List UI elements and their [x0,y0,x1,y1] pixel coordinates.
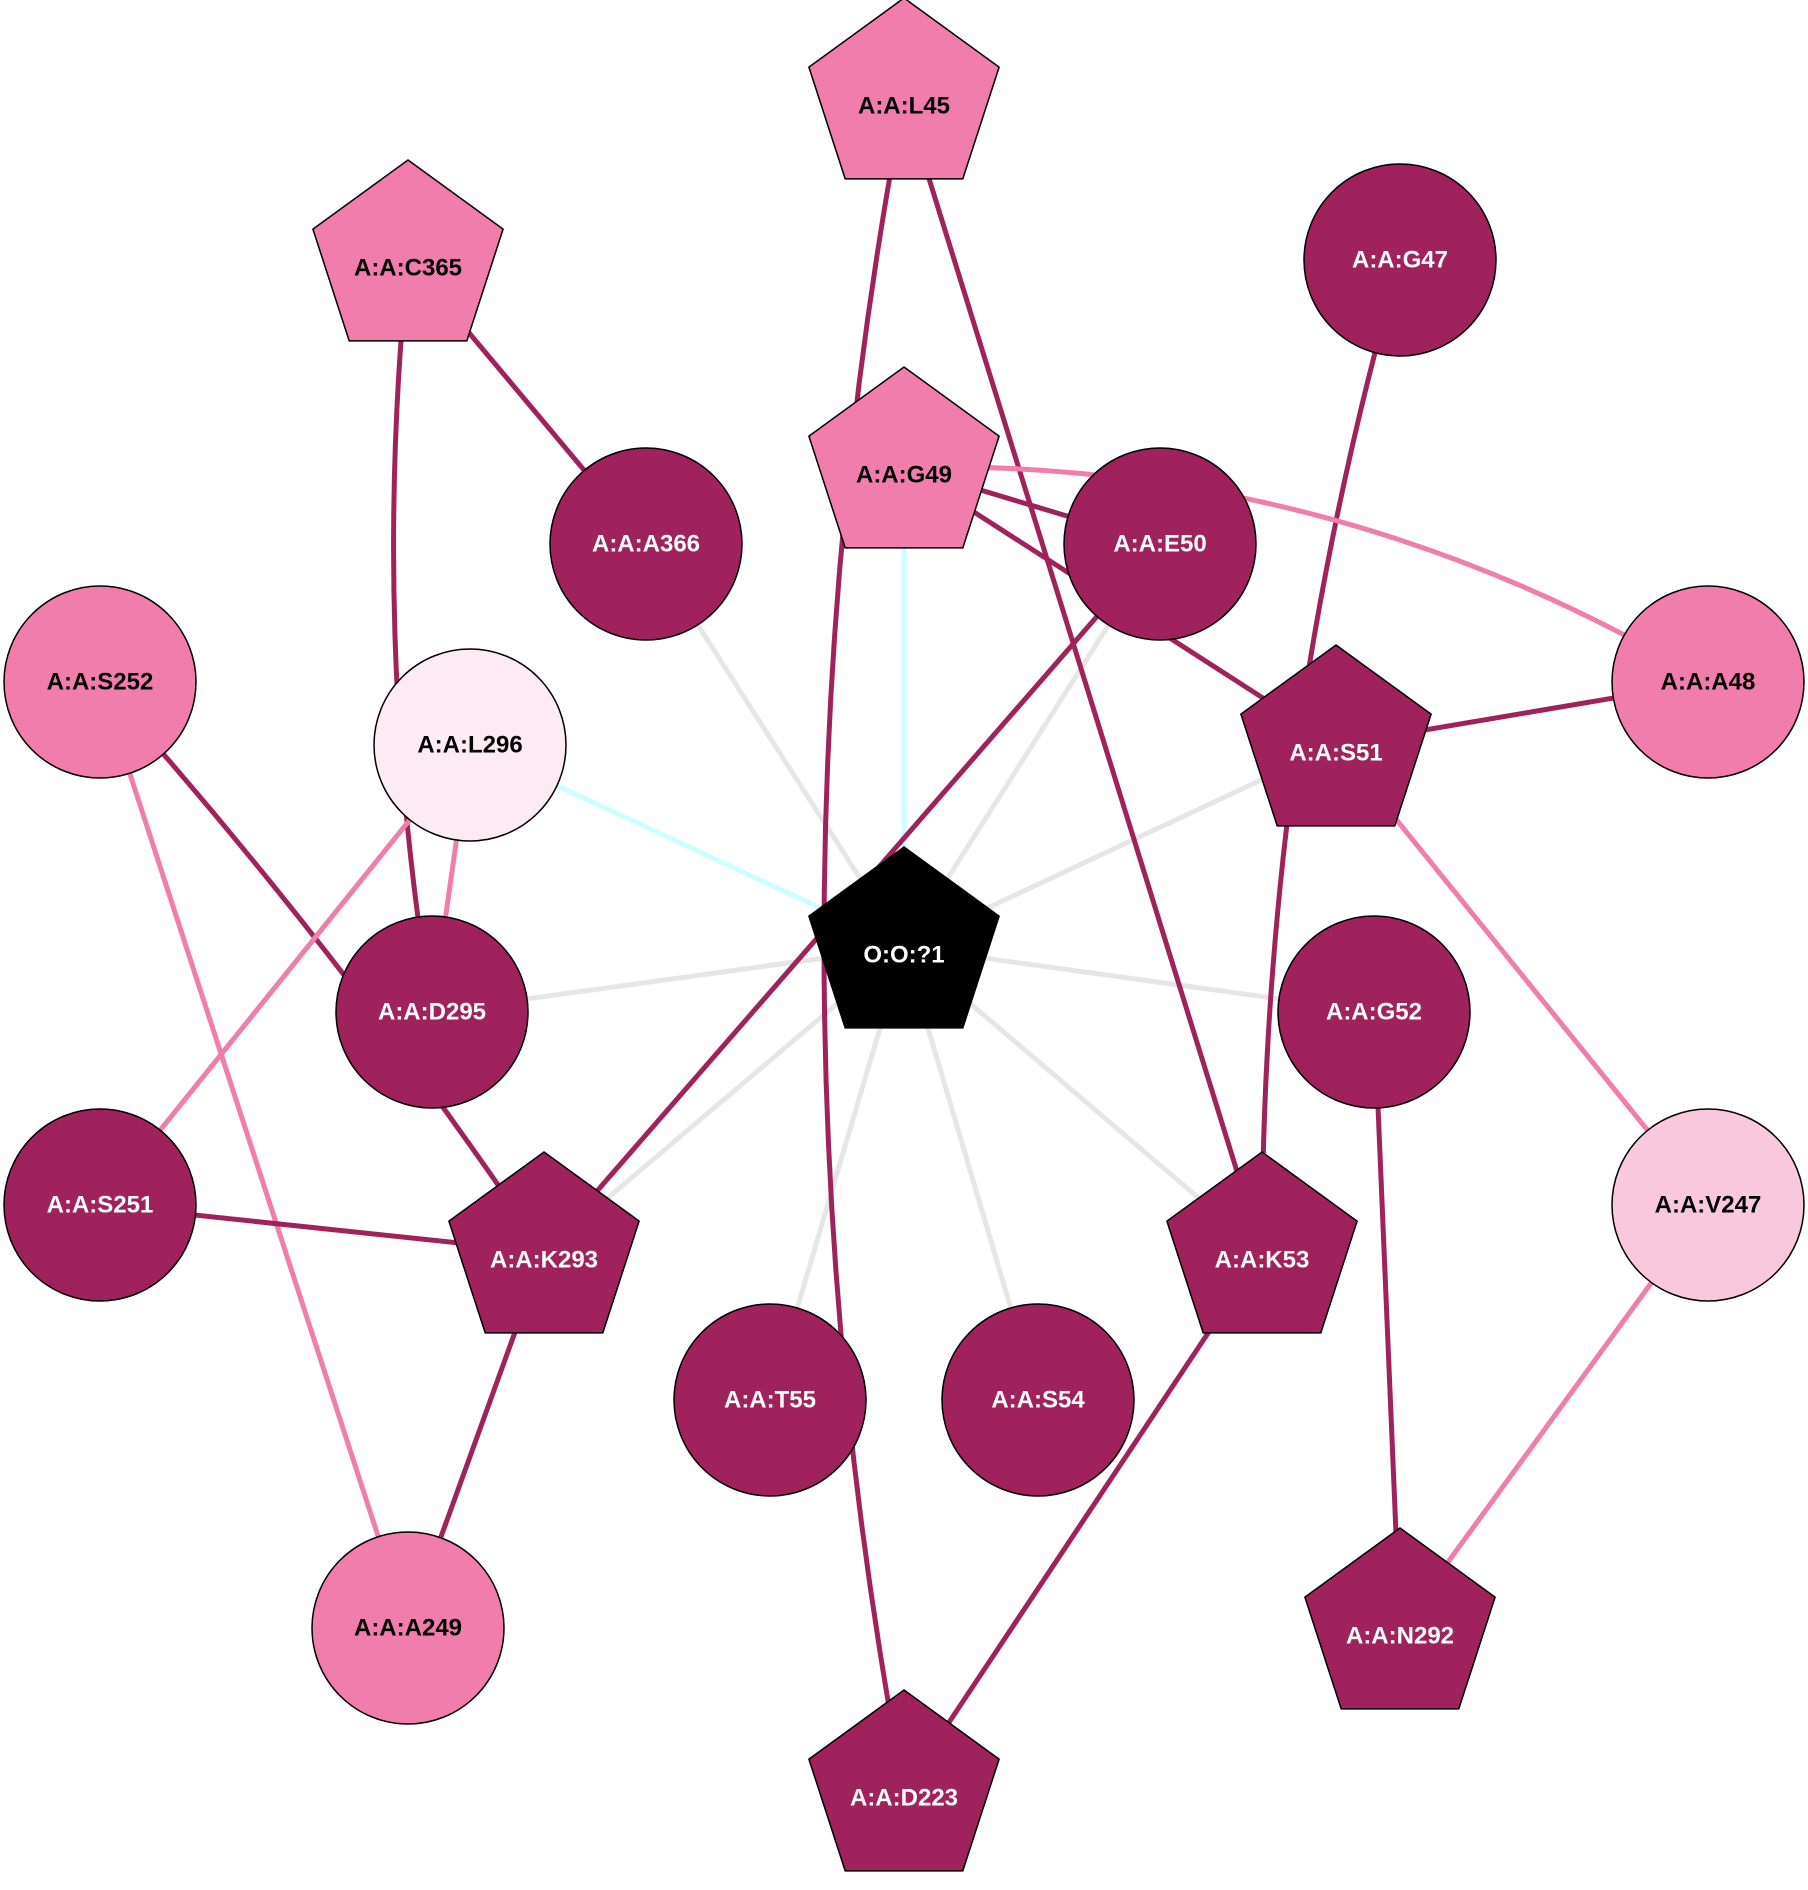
node-label: A:A:S54 [991,1387,1085,1414]
node-A:A:T55[interactable]: A:A:T55 [673,1303,867,1497]
node-A:A:A366[interactable]: A:A:A366 [549,447,743,641]
node-A:A:S54[interactable]: A:A:S54 [941,1303,1135,1497]
node-shape-pentagon [312,159,504,342]
node-shape-circle [673,1303,867,1497]
node-A:A:G49[interactable]: A:A:G49 [808,366,1000,549]
node-shape-circle [335,915,529,1109]
node-label: A:A:D295 [378,999,486,1026]
node-label: A:A:A48 [1661,669,1756,696]
edge-A:A:S51-A:A:V247 [1334,743,1710,1207]
node-A:A:K53[interactable]: A:A:K53 [1166,1151,1358,1334]
node-label: A:A:A249 [354,1615,462,1642]
node-label: A:A:S251 [47,1192,154,1219]
node-A:A:S51[interactable]: A:A:S51 [1240,644,1432,827]
node-label: A:A:C365 [354,255,462,282]
node-shape-pentagon [808,0,1000,180]
node-A:A:N292[interactable]: A:A:N292 [1304,1527,1496,1710]
node-A:A:E50[interactable]: A:A:E50 [1063,447,1257,641]
node-shape-circle [3,1108,197,1302]
node-shape-circle [311,1531,505,1725]
node-shape-circle [3,585,197,779]
node-A:A:K293[interactable]: A:A:K293 [448,1151,640,1334]
node-label: A:A:N292 [1346,1623,1454,1650]
node-label: A:A:L45 [858,93,950,120]
node-label: A:A:G47 [1352,247,1448,274]
edge-A:A:G49-A:A:A48 [903,464,1710,685]
node-shape-circle [1611,585,1805,779]
node-shape-circle [549,447,743,641]
node-shape-pentagon [808,846,1000,1029]
node-label: A:A:A366 [592,531,700,558]
node-label: A:A:E50 [1113,531,1206,558]
node-O:O:?1[interactable]: O:O:?1 [808,846,1000,1029]
node-shape-pentagon [808,366,1000,549]
node-A:A:D223[interactable]: A:A:D223 [808,1689,1000,1872]
node-A:A:A48[interactable]: A:A:A48 [1611,585,1805,779]
node-A:A:G52[interactable]: A:A:G52 [1277,915,1471,1109]
node-shape-circle [1277,915,1471,1109]
node-label: A:A:K53 [1215,1247,1310,1274]
edge-A:A:S252-A:A:K293 [98,680,547,1254]
edge-A:A:L296-A:A:S251 [98,743,472,1207]
node-shape-pentagon [1166,1151,1358,1334]
node-label: O:O:?1 [863,942,944,969]
node-label: A:A:S252 [47,669,154,696]
node-shape-circle [1063,447,1257,641]
node-label: A:A:G52 [1326,999,1422,1026]
node-label: A:A:G49 [856,462,952,489]
node-label: A:A:K293 [490,1247,598,1274]
node-label: A:A:L296 [417,732,522,759]
edge-A:A:C365-A:A:D295 [391,259,435,1013]
node-A:A:A249[interactable]: A:A:A249 [311,1531,505,1725]
edge-A:A:S252-A:A:A249 [97,681,411,1629]
node-shape-circle [941,1303,1135,1497]
node-A:A:L45[interactable]: A:A:L45 [808,0,1000,180]
edge-A:A:G52-A:A:N292 [1371,1011,1403,1629]
node-shape-circle [1611,1108,1805,1302]
node-A:A:G47[interactable]: A:A:G47 [1303,163,1497,357]
node-shape-pentagon [448,1151,640,1334]
node-A:A:S252[interactable]: A:A:S252 [3,585,197,779]
node-label: A:A:V247 [1655,1192,1762,1219]
node-shape-pentagon [1304,1527,1496,1710]
node-A:A:D295[interactable]: A:A:D295 [335,915,529,1109]
node-A:A:S251[interactable]: A:A:S251 [3,1108,197,1302]
node-label: A:A:T55 [724,1387,816,1414]
node-shape-circle [1303,163,1497,357]
edge-A:A:K53-A:A:D223 [901,1250,1265,1792]
edge-A:A:L45-A:A:K53 [901,97,1265,1253]
node-label: A:A:D223 [850,1785,958,1812]
node-shape-pentagon [1240,644,1432,827]
node-A:A:C365[interactable]: A:A:C365 [312,159,504,342]
node-shape-circle [373,648,567,842]
node-label: A:A:S51 [1289,740,1382,767]
node-A:A:L296[interactable]: A:A:L296 [373,648,567,842]
node-A:A:V247[interactable]: A:A:V247 [1611,1108,1805,1302]
node-shape-pentagon [808,1689,1000,1872]
